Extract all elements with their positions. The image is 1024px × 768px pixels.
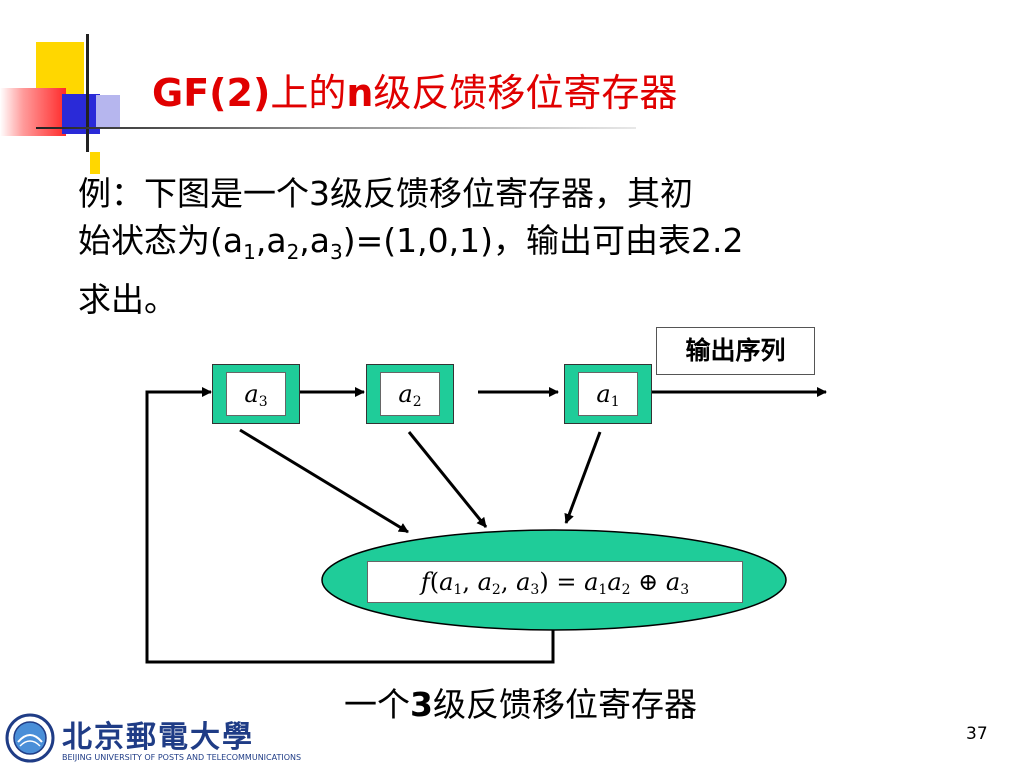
body-frag: 始状态为(a bbox=[78, 221, 244, 260]
title-part4: 级反馈移位寄存器 bbox=[373, 71, 678, 115]
body-sub: 1 bbox=[243, 240, 256, 264]
diagram-caption: 一个3级反馈移位寄存器 bbox=[344, 678, 697, 726]
body-frag: ,a bbox=[255, 221, 287, 260]
xor-symbol: ⊕ bbox=[630, 568, 666, 596]
var: a bbox=[439, 568, 454, 596]
var: a bbox=[477, 568, 492, 596]
register-a2: a2 bbox=[366, 364, 454, 424]
comma: , bbox=[462, 568, 478, 596]
paren: ( bbox=[429, 568, 440, 596]
sub: 3 bbox=[530, 582, 540, 598]
reg-var: a bbox=[398, 380, 413, 408]
register-a3-label: a3 bbox=[226, 372, 286, 416]
register-a1: a1 bbox=[564, 364, 652, 424]
feedback-function-formula: f(a1, a2, a3) = a1a2 ⊕ a3 bbox=[367, 561, 743, 603]
comma: , bbox=[500, 568, 517, 596]
sub: 3 bbox=[680, 582, 690, 598]
body-line-1: 例：下图是一个3级反馈移位寄存器，其初 bbox=[78, 174, 693, 213]
var: a bbox=[516, 568, 531, 596]
tap-arrow-a1 bbox=[564, 431, 602, 524]
tap-arrow-a3 bbox=[239, 428, 409, 534]
reg-sub: 3 bbox=[258, 394, 268, 410]
tap-arrow-a2 bbox=[407, 431, 488, 528]
register-a3: a3 bbox=[212, 364, 300, 424]
output-sequence-label: 输出序列 bbox=[656, 327, 815, 375]
body-line-2: 始状态为(a1,a2,a3)=(1,0,1)，输出可由表2.2 bbox=[78, 217, 978, 276]
reg-sub: 2 bbox=[412, 394, 422, 410]
reg-var: a bbox=[244, 380, 259, 408]
title-part2: 上的 bbox=[270, 71, 347, 115]
decor-yellow-small bbox=[90, 152, 100, 174]
decor-yellow-square bbox=[36, 42, 84, 94]
decor-horizontal-line bbox=[36, 127, 636, 129]
reg-sub: 1 bbox=[610, 394, 620, 410]
body-paragraph: 例：下图是一个3级反馈移位寄存器，其初 始状态为(a1,a2,a3)=(1,0,… bbox=[78, 170, 978, 323]
var: a bbox=[584, 568, 599, 596]
feedback-line bbox=[145, 387, 555, 664]
register-a2-label: a2 bbox=[380, 372, 440, 416]
body-frag: ,a bbox=[299, 221, 331, 260]
body-sub: 2 bbox=[286, 240, 300, 264]
body-sub: 3 bbox=[330, 240, 343, 264]
university-seal-icon bbox=[5, 713, 55, 763]
caption-number: 3 bbox=[410, 685, 433, 724]
sub: 2 bbox=[621, 582, 631, 598]
register-a1-label: a1 bbox=[578, 372, 638, 416]
university-name-en: BEIJING UNIVERSITY OF POSTS AND TELECOMM… bbox=[62, 753, 302, 762]
sub: 2 bbox=[491, 582, 501, 598]
var: a bbox=[665, 568, 681, 596]
body-frag: )=(1,0,1)，输出可由表2.2 bbox=[342, 221, 744, 260]
sub: 1 bbox=[453, 582, 463, 598]
reg-var: a bbox=[596, 380, 611, 408]
university-name-cn: 北京郵電大學 bbox=[62, 720, 254, 755]
decor-vertical-line bbox=[86, 34, 89, 152]
slide-title: GF(2)上的n级反馈移位寄存器 bbox=[152, 62, 677, 117]
body-line-3: 求出。 bbox=[78, 280, 177, 319]
page-number: 37 bbox=[966, 724, 988, 744]
title-part3: n bbox=[346, 71, 374, 115]
equals: ) = bbox=[539, 568, 585, 596]
f-symbol: f bbox=[420, 568, 430, 596]
title-prefix: GF(2) bbox=[152, 71, 271, 115]
sub: 1 bbox=[598, 582, 608, 598]
decor-lavender-square bbox=[96, 95, 120, 127]
caption-frag: 级反馈移位寄存器 bbox=[432, 685, 697, 724]
var: a bbox=[607, 568, 622, 596]
caption-frag: 一个 bbox=[344, 685, 410, 724]
